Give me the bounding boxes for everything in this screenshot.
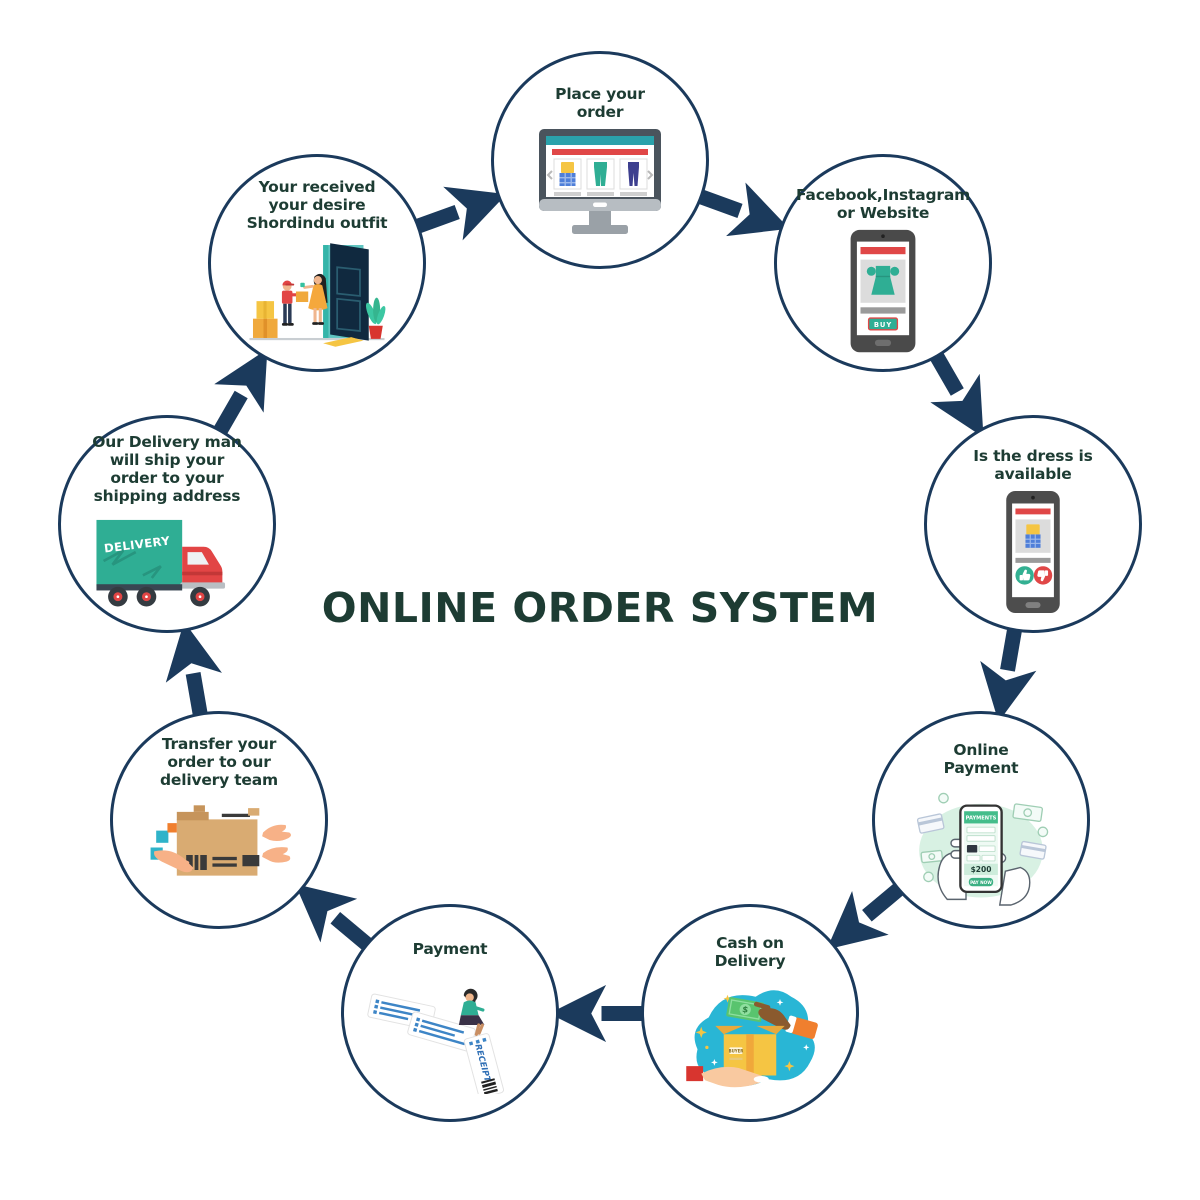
flow-arrow [695, 182, 790, 237]
desktop-clothing-store-icon [539, 128, 661, 234]
parcel-in-hand-icon: BUYER [686, 1025, 785, 1088]
amount-label: $200 [971, 865, 992, 874]
node-transfer-to-delivery: Transfer your order to our delivery team [110, 711, 328, 929]
node-label: Transfer your order to our delivery team [160, 735, 278, 790]
carousel-left-icon [546, 170, 553, 180]
node-payment: Payment RECEIPT [341, 904, 559, 1122]
thumbs-up-icon [1015, 566, 1034, 585]
tablet-buy-dress-icon: BUY [850, 229, 916, 353]
node-online-payment: Online Payment [872, 711, 1090, 929]
product-card-shirt [553, 158, 582, 190]
label-line: Place your [555, 85, 645, 103]
node-label: Payment [412, 940, 488, 959]
open-door-icon [323, 243, 369, 341]
label-line: Our Delivery man [92, 433, 242, 451]
label-line: shipping address [93, 486, 241, 505]
node-label: Online Payment [943, 741, 1019, 778]
flow-arrow [295, 884, 375, 953]
label-line: Delivery [714, 951, 786, 970]
barcode-icon [186, 854, 207, 870]
node-order-channels: Facebook,Instagram or Website BUY [774, 154, 992, 372]
delivery-truck-icon: DELIVERY [96, 519, 226, 607]
home-button-icon [874, 339, 892, 346]
pay-now-button [968, 877, 994, 887]
node-shipping: Our Delivery man will ship your order to… [58, 415, 276, 633]
flow-arrow [212, 349, 268, 438]
cash-parcel-exchange-icon: $ BUYER [686, 990, 818, 1088]
dress-icon [866, 265, 900, 295]
doormat-icon [323, 336, 364, 347]
node-place-order: Place your order [491, 51, 709, 269]
label-line: Shordindu outfit [246, 213, 388, 232]
label-line: order [576, 102, 624, 121]
node-availability-check: Is the dress is available [924, 415, 1142, 633]
flow-arrow [826, 881, 907, 950]
giver-hand-icon [154, 850, 194, 873]
receipt-strips: RECEIPT [367, 993, 505, 1094]
seated-woman-icon [458, 988, 485, 1036]
phone-camera-icon [1031, 495, 1035, 500]
delivery-man-icon [281, 280, 309, 326]
sparkle-icons [695, 994, 810, 1081]
teal-parcel-icon [156, 830, 169, 843]
truck-wheels-icon [108, 586, 210, 607]
flow-arrow [928, 349, 984, 438]
label-line: available [994, 464, 1072, 483]
node-label: Place your order [555, 85, 645, 122]
label-line: Transfer your [161, 735, 277, 753]
node-label: Facebook,Instagram or Website [795, 186, 971, 223]
tablet-camera-icon [881, 234, 885, 238]
floating-card-icons [916, 813, 1047, 860]
node-order-received: Your received your desire Shordindu outf… [208, 154, 426, 372]
home-button-icon [1025, 602, 1041, 608]
flow-arrow [412, 186, 507, 241]
parcel-stack-icon [252, 301, 278, 338]
winding-receipt-icon: RECEIPT [367, 988, 505, 1094]
payment-phone-icon: PAYMENTS $200 PAY NOW [959, 804, 1003, 893]
plant-icon [366, 297, 386, 339]
outfit-icon [1025, 524, 1041, 548]
box-label: BUYER [729, 1048, 744, 1053]
node-label: Cash on Delivery [714, 934, 786, 971]
phone-thumbs-feedback-icon [1006, 490, 1060, 613]
node-cash-on-delivery: Cash on Delivery [641, 904, 859, 1122]
product-card-pants [586, 158, 615, 190]
product-card-jeans [619, 158, 648, 190]
label-line: will ship your [109, 450, 225, 469]
label-line: or Website [836, 203, 930, 222]
buy-button [867, 317, 899, 331]
payments-header-label: PAYMENTS [966, 816, 997, 822]
label-line: order to our [167, 752, 271, 771]
label-line: Payment [943, 758, 1019, 777]
label-line: Is the dress is [973, 447, 1093, 465]
label-line: delivery team [160, 770, 278, 789]
doorstep-delivery-icon [249, 243, 386, 347]
pay-now-label: PAY NOW [970, 880, 992, 885]
hands-mobile-payment-icon: PAYMENTS $200 PAY NOW [916, 792, 1049, 906]
label-line: Payment [412, 940, 488, 958]
cash-in-hand-icon: $ [726, 996, 818, 1039]
barcode-icon [481, 1078, 498, 1094]
diagram-title: ONLINE ORDER SYSTEM [321, 584, 879, 632]
node-label: Your received your desire Shordindu outf… [246, 178, 388, 233]
thumbs-down-icon [1033, 566, 1053, 585]
parcel-handoff-icon [150, 805, 291, 876]
label-line: Online [953, 741, 1009, 759]
label-line: Your received [258, 178, 376, 196]
flow-arrow [165, 621, 222, 719]
node-label: Is the dress is available [973, 447, 1093, 484]
label-line: Facebook,Instagram [795, 186, 971, 204]
label-line: Cash on [716, 934, 784, 952]
carousel-right-icon [647, 170, 654, 180]
buy-button-label: BUY [874, 321, 892, 329]
receiver-hands-icon [262, 824, 291, 863]
label-line: your desire [268, 195, 366, 214]
customer-woman-icon [300, 273, 328, 325]
hands-icon [937, 838, 1031, 906]
node-label: Our Delivery man will ship your order to… [92, 433, 242, 506]
flow-arrow [980, 624, 1037, 722]
currency-symbol: $ [741, 1004, 749, 1015]
label-line: order to your [110, 468, 224, 487]
